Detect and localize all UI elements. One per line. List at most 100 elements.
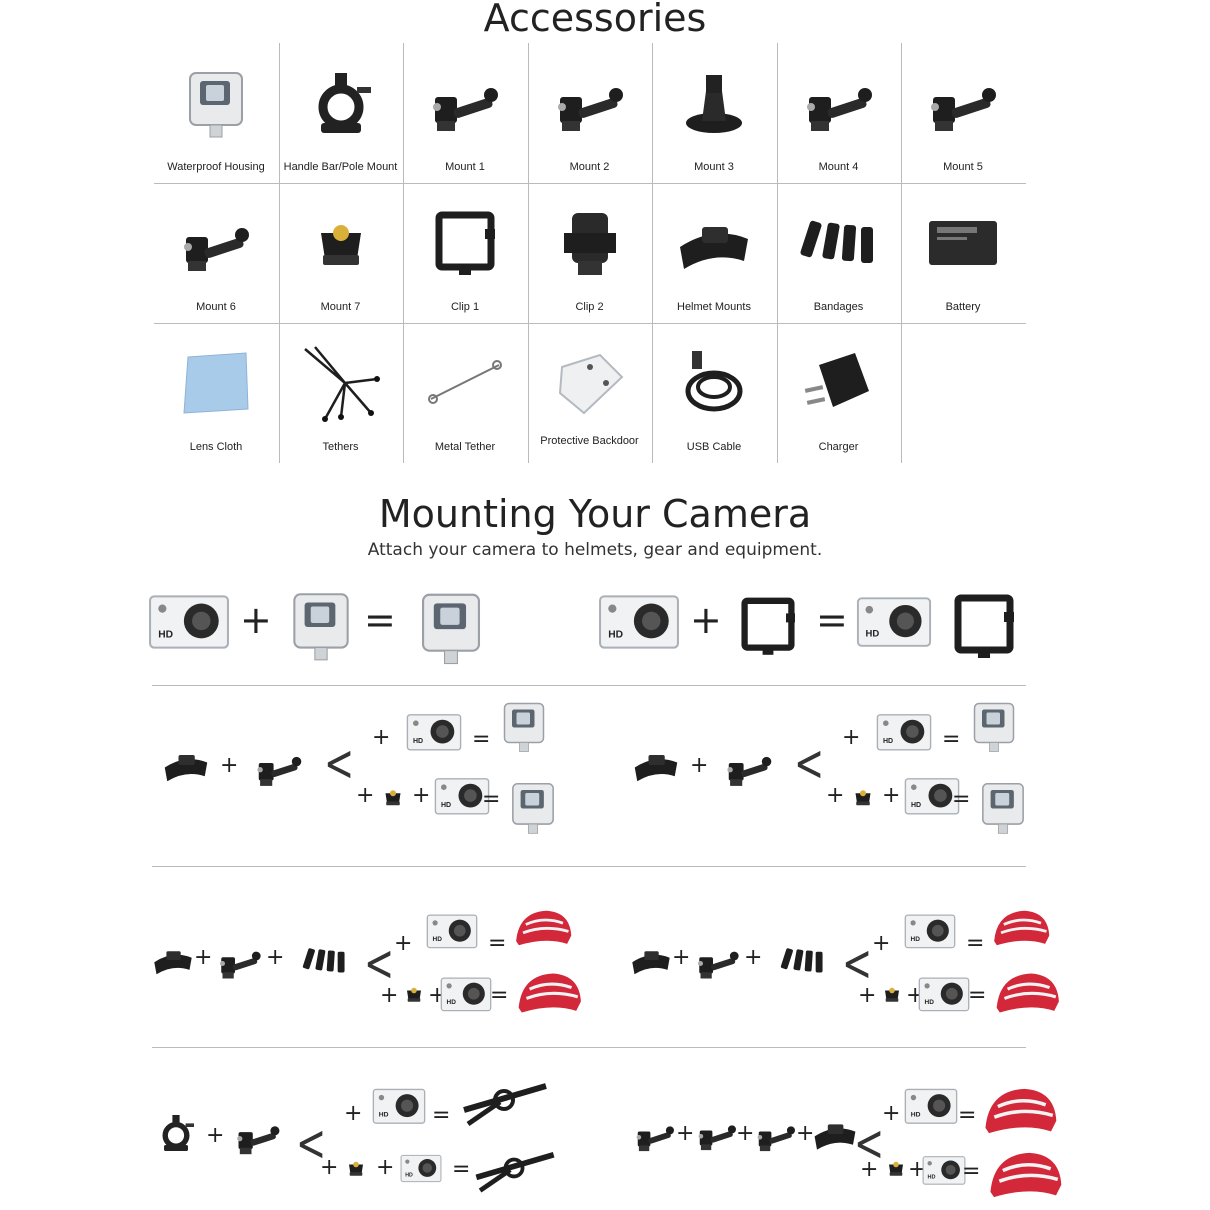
accessory-item: Bandages xyxy=(777,183,901,323)
grid-divider xyxy=(776,43,778,463)
equals-symbol: = xyxy=(482,787,501,812)
camera-icon xyxy=(904,912,956,952)
accessory-label: Handle Bar/Pole Mount xyxy=(283,161,398,173)
screw-adapter-icon xyxy=(400,980,428,1008)
plus-symbol: + xyxy=(882,1101,901,1126)
tethers-icon xyxy=(301,343,381,423)
camera-icon xyxy=(148,592,230,654)
plus-symbol: + xyxy=(194,945,213,970)
mount-icon xyxy=(690,936,746,986)
equals-symbol: = xyxy=(968,983,987,1008)
plus-symbol: + xyxy=(356,783,375,808)
accessory-item: Charger xyxy=(777,323,901,463)
usb-cable-icon xyxy=(674,343,754,423)
grid-divider xyxy=(154,183,1026,184)
plus-symbol: + xyxy=(908,1157,927,1182)
plus-symbol: + xyxy=(344,1101,363,1126)
mounted-camera-icon xyxy=(502,772,564,842)
divider xyxy=(152,685,1026,686)
screw-adapter-icon xyxy=(301,203,381,283)
battery-icon xyxy=(923,203,1003,283)
equals-symbol: = xyxy=(452,1157,471,1182)
mount-icon xyxy=(425,63,505,143)
lens-cloth-icon xyxy=(176,343,256,423)
grid-divider xyxy=(154,323,1026,324)
screw-adapter-icon xyxy=(378,782,408,812)
plus-symbol: + xyxy=(240,598,272,642)
camera-icon xyxy=(426,912,478,952)
accessory-item: Mount 5 xyxy=(901,43,1025,183)
grid-divider xyxy=(278,43,280,463)
plus-symbol: + xyxy=(394,931,413,956)
accessory-label: Tethers xyxy=(322,441,359,453)
plus-symbol: + xyxy=(676,1121,695,1146)
plus-symbol: + xyxy=(372,725,391,750)
accessory-label: Metal Tether xyxy=(434,441,496,453)
mounting-title: Mounting Your Camera xyxy=(378,492,812,536)
backdoor-icon xyxy=(550,343,630,423)
helmet-mount-pad-icon xyxy=(674,203,754,283)
waterproof-housing-icon xyxy=(176,63,256,143)
accessory-item: Mount 6 xyxy=(154,183,278,323)
screw-adapter-icon xyxy=(342,1154,370,1182)
accessory-item: Helmet Mounts xyxy=(652,183,776,323)
camera-icon xyxy=(406,712,462,754)
equals-symbol: = xyxy=(966,931,985,956)
helmet-icon xyxy=(980,1080,1060,1142)
plus-symbol: + xyxy=(796,1121,815,1146)
plus-symbol: + xyxy=(376,1155,395,1180)
accessory-label: Battery xyxy=(945,301,981,313)
handlebar-mount-icon xyxy=(152,1108,200,1158)
helmet-icon xyxy=(512,900,574,956)
divider xyxy=(152,866,1026,867)
branch-symbol: < xyxy=(794,735,825,794)
equals-symbol: = xyxy=(816,598,848,642)
equals-symbol: = xyxy=(958,1103,977,1128)
equals-symbol: = xyxy=(962,1159,981,1184)
accessory-label: Helmet Mounts xyxy=(677,301,751,313)
grid-divider xyxy=(403,43,404,463)
belt-clip-icon xyxy=(550,203,630,283)
equals-symbol: = xyxy=(364,598,396,642)
equals-symbol: = xyxy=(432,1103,451,1128)
accessory-item: Mount 3 xyxy=(652,43,776,183)
branch-symbol: < xyxy=(296,1115,327,1174)
frame-clip-icon xyxy=(730,590,806,662)
equals-symbol: = xyxy=(952,787,971,812)
branch-symbol: < xyxy=(364,935,395,994)
camera-icon xyxy=(904,1086,958,1128)
tripod-mount-icon xyxy=(674,63,754,143)
mount-icon xyxy=(176,203,256,283)
frame-clip-icon xyxy=(425,203,505,283)
branch-symbol: < xyxy=(324,735,355,794)
plus-symbol: + xyxy=(690,753,709,778)
metal-tether-icon xyxy=(425,343,505,423)
accessory-item: Protective Backdoor xyxy=(528,323,652,463)
mount-icon xyxy=(248,740,310,794)
accessory-label: Waterproof Housing xyxy=(167,161,265,173)
camera-icon xyxy=(440,974,492,1016)
branch-symbol: < xyxy=(842,935,873,994)
accessory-label: Mount 5 xyxy=(943,161,983,173)
helmet-mount-pad-icon xyxy=(156,740,216,790)
mounted-camera-icon xyxy=(972,772,1034,842)
mounting-subtitle: Attach your camera to helmets, gear and … xyxy=(367,540,823,560)
plus-symbol: + xyxy=(842,725,861,750)
plus-symbol: + xyxy=(858,983,877,1008)
accessory-label: Protective Backdoor xyxy=(540,435,639,447)
screw-adapter-icon xyxy=(848,782,878,812)
accessory-item: Clip 1 xyxy=(403,183,527,323)
divider xyxy=(152,1047,1026,1048)
accessory-item: Waterproof Housing xyxy=(154,43,278,183)
bandages-icon xyxy=(284,938,366,984)
accessory-label: Charger xyxy=(818,441,859,453)
plus-symbol: + xyxy=(690,598,722,642)
handlebar-bike-icon xyxy=(470,1134,560,1200)
plus-symbol: + xyxy=(412,783,431,808)
accessory-item: Mount 7 xyxy=(279,183,403,323)
accessory-label: Mount 1 xyxy=(445,161,485,173)
accessory-label: Bandages xyxy=(813,301,864,313)
accessory-item: Handle Bar/Pole Mount xyxy=(279,43,403,183)
accessory-label: Lens Cloth xyxy=(189,441,243,453)
